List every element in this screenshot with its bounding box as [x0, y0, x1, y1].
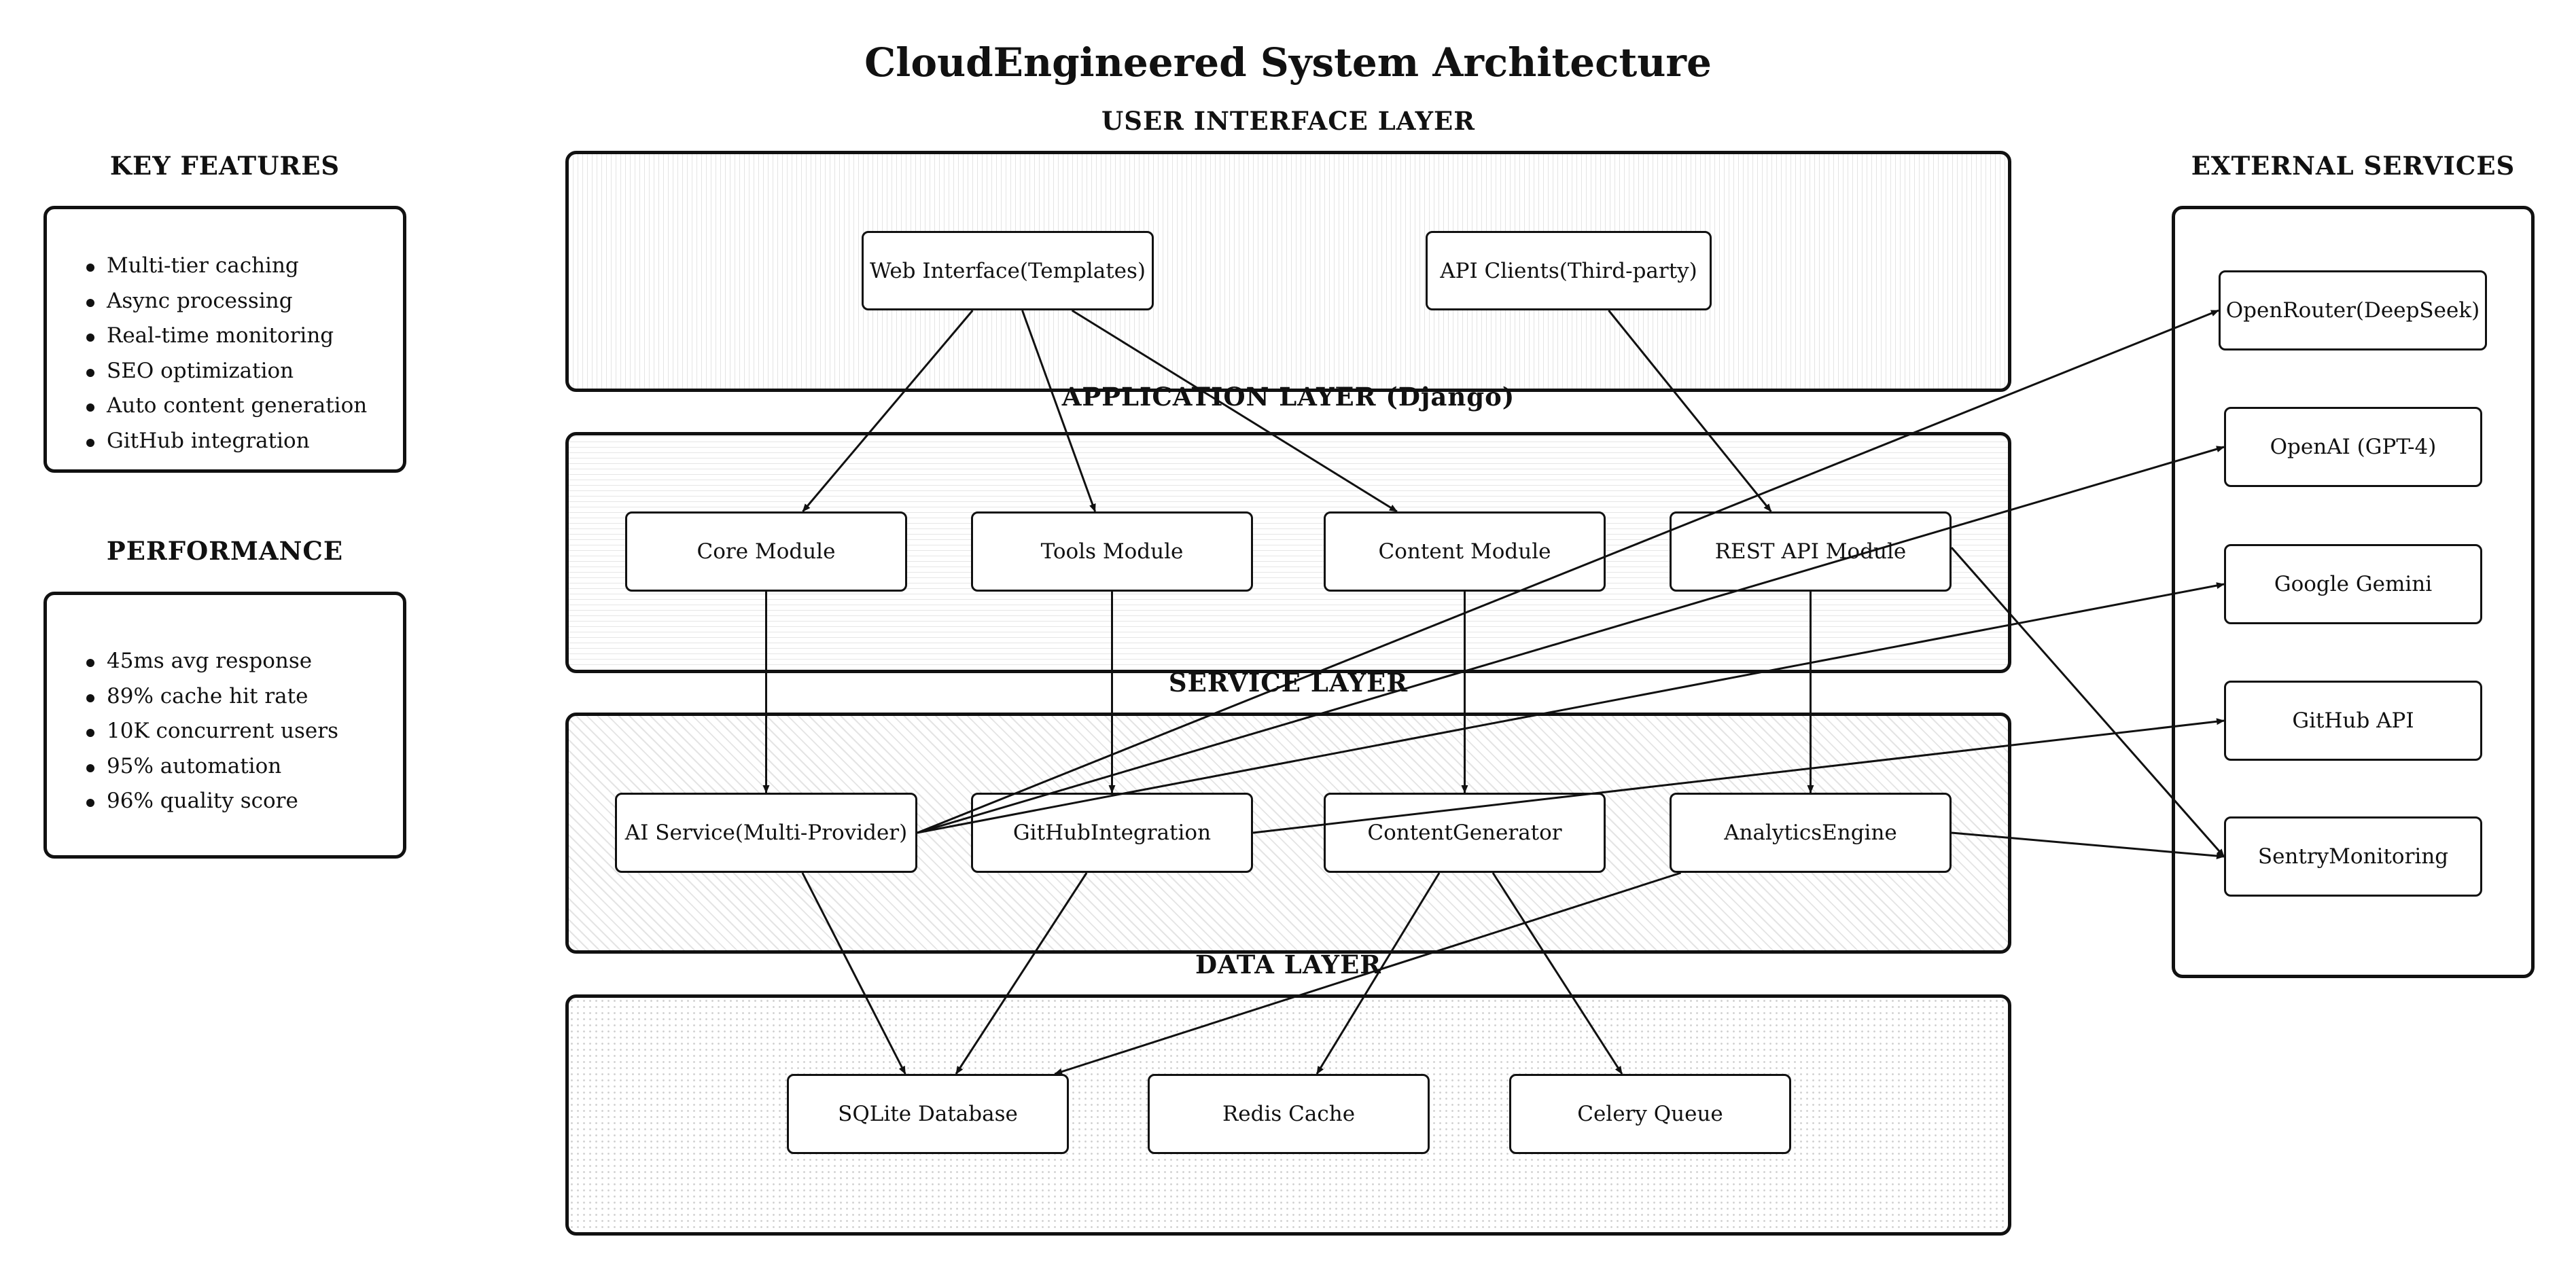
list-item: Async processing [86, 284, 367, 319]
openai-node: OpenAI (GPT-4) [2224, 407, 2482, 487]
list-item: Multi-tier caching [86, 249, 367, 284]
list-item: SEO optimization [86, 354, 367, 389]
performance-list: 45ms avg response 89% cache hit rate 10K… [86, 644, 338, 819]
sentry-node: SentryMonitoring [2224, 816, 2482, 897]
redis-cache-node: Redis Cache [1148, 1074, 1430, 1154]
performance-panel: 45ms avg response 89% cache hit rate 10K… [43, 592, 406, 859]
list-item: 45ms avg response [86, 644, 338, 679]
github-integration-node: GitHubIntegration [971, 793, 1253, 873]
key-features-list: Multi-tier caching Async processing Real… [86, 249, 367, 459]
ai-service-node: AI Service(Multi-Provider) [615, 793, 917, 873]
tools-module-node: Tools Module [971, 511, 1253, 592]
list-item: GitHub integration [86, 424, 367, 459]
application-layer-label: APPLICATION LAYER (Django) [1061, 382, 1515, 412]
service-layer-label: SERVICE LAYER [1168, 668, 1409, 698]
key-features-title: KEY FEATURES [109, 151, 340, 181]
data-layer-label: DATA LAYER [1195, 950, 1382, 979]
list-item: Real-time monitoring [86, 319, 367, 354]
list-item: 10K concurrent users [86, 714, 338, 749]
core-module-node: Core Module [625, 511, 907, 592]
list-item: Auto content generation [86, 389, 367, 424]
diagram-title: CloudEngineered System Architecture [864, 39, 1712, 86]
list-item: 95% automation [86, 749, 338, 785]
sqlite-database-node: SQLite Database [787, 1074, 1069, 1154]
celery-queue-node: Celery Queue [1509, 1074, 1791, 1154]
external-services-title: EXTERNAL SERVICES [2191, 151, 2516, 181]
content-module-node: Content Module [1324, 511, 1606, 592]
rest-api-module-node: REST API Module [1670, 511, 1952, 592]
key-features-panel: Multi-tier caching Async processing Real… [43, 206, 406, 473]
github-api-node: GitHub API [2224, 681, 2482, 761]
openrouter-node: OpenRouter(DeepSeek) [2219, 270, 2487, 350]
list-item: 96% quality score [86, 784, 338, 819]
gemini-node: Google Gemini [2224, 544, 2482, 624]
performance-title: PERFORMANCE [106, 536, 344, 566]
ui-layer [565, 151, 2011, 392]
api-clients-node: API Clients(Third-party) [1426, 231, 1712, 310]
ui-layer-label: USER INTERFACE LAYER [1101, 106, 1475, 136]
web-interface-node: Web Interface(Templates) [862, 231, 1154, 310]
content-generator-node: ContentGenerator [1324, 793, 1606, 873]
list-item: 89% cache hit rate [86, 679, 338, 715]
analytics-engine-node: AnalyticsEngine [1670, 793, 1952, 873]
